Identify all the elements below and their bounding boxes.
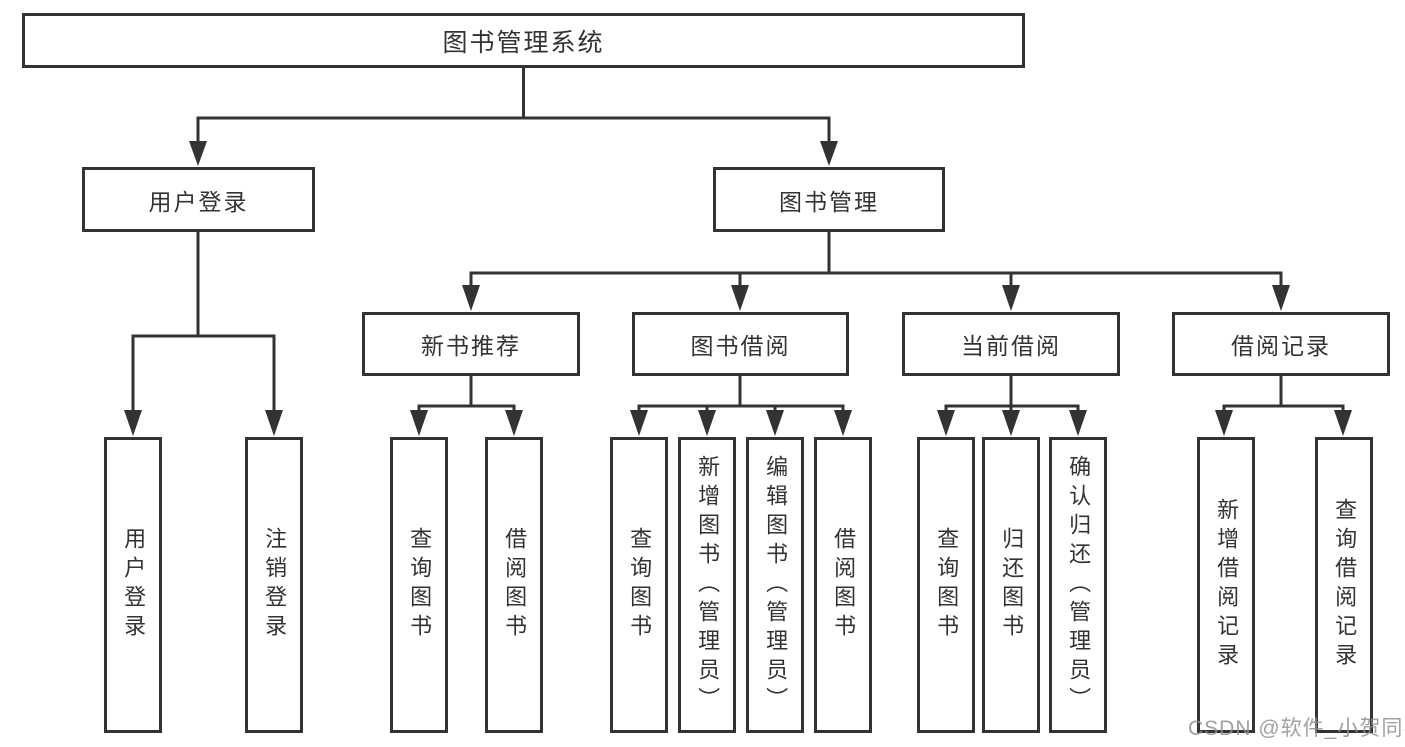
node-current-borrowing-label: 当前借阅	[961, 333, 1061, 359]
leaf-user-login-label: 用户登录	[121, 527, 147, 643]
leaf-recommend-borrow-books: 借阅图书	[485, 437, 543, 733]
node-borrowing-records-label: 借阅记录	[1231, 333, 1331, 359]
node-root: 图书管理系统	[22, 13, 1025, 68]
leaf-borrowing-borrow-books: 借阅图书	[814, 437, 872, 733]
leaf-records-add-record-label: 新增借阅记录	[1214, 498, 1240, 672]
leaf-current-query-books-label: 查询图书	[934, 527, 960, 643]
node-user-login: 用户登录	[82, 167, 315, 232]
leaf-recommend-query-books: 查询图书	[390, 437, 448, 733]
leaf-borrowing-add-books-admin: 新增图书（管理员）	[678, 437, 736, 733]
csdn-watermark: CSDN @软件_小贺同学	[1188, 717, 1405, 740]
leaf-records-query-record-label: 查询借阅记录	[1332, 498, 1358, 672]
leaf-borrowing-borrow-books-label: 借阅图书	[831, 527, 857, 643]
leaf-current-query-books: 查询图书	[917, 437, 975, 733]
node-current-borrowing: 当前借阅	[902, 312, 1120, 376]
node-book-borrowing-label: 图书借阅	[690, 333, 791, 359]
leaf-current-confirm-return-admin-label: 确认归还（管理员）	[1066, 454, 1092, 716]
node-root-label: 图书管理系统	[442, 28, 605, 57]
leaf-records-add-record: 新增借阅记录	[1197, 437, 1255, 733]
leaf-borrowing-query-books: 查询图书	[610, 437, 668, 733]
leaf-logout: 注销登录	[245, 437, 303, 733]
leaf-recommend-borrow-books-label: 借阅图书	[502, 527, 528, 643]
leaf-logout-label: 注销登录	[262, 527, 288, 643]
node-user-login-label: 用户登录	[148, 188, 249, 215]
leaf-current-return-books: 归还图书	[982, 437, 1040, 733]
leaf-borrowing-add-books-admin-label: 新增图书（管理员）	[695, 454, 721, 716]
node-new-book-recommendation: 新书推荐	[362, 312, 580, 376]
node-book-management: 图书管理	[713, 167, 945, 232]
leaf-user-login: 用户登录	[104, 437, 162, 733]
node-borrowing-records: 借阅记录	[1172, 312, 1390, 376]
leaf-recommend-query-books-label: 查询图书	[407, 527, 433, 643]
leaf-borrowing-edit-books-admin: 编辑图书（管理员）	[746, 437, 804, 733]
node-new-book-recommendation-label: 新书推荐	[421, 333, 521, 359]
leaf-current-return-books-label: 归还图书	[999, 527, 1025, 643]
node-book-borrowing: 图书借阅	[632, 312, 849, 376]
leaf-current-confirm-return-admin: 确认归还（管理员）	[1049, 437, 1107, 733]
leaf-borrowing-edit-books-admin-label: 编辑图书（管理员）	[763, 454, 789, 716]
leaf-records-query-record: 查询借阅记录	[1315, 437, 1373, 733]
node-book-management-label: 图书管理	[779, 188, 879, 215]
leaf-borrowing-query-books-label: 查询图书	[627, 527, 653, 643]
